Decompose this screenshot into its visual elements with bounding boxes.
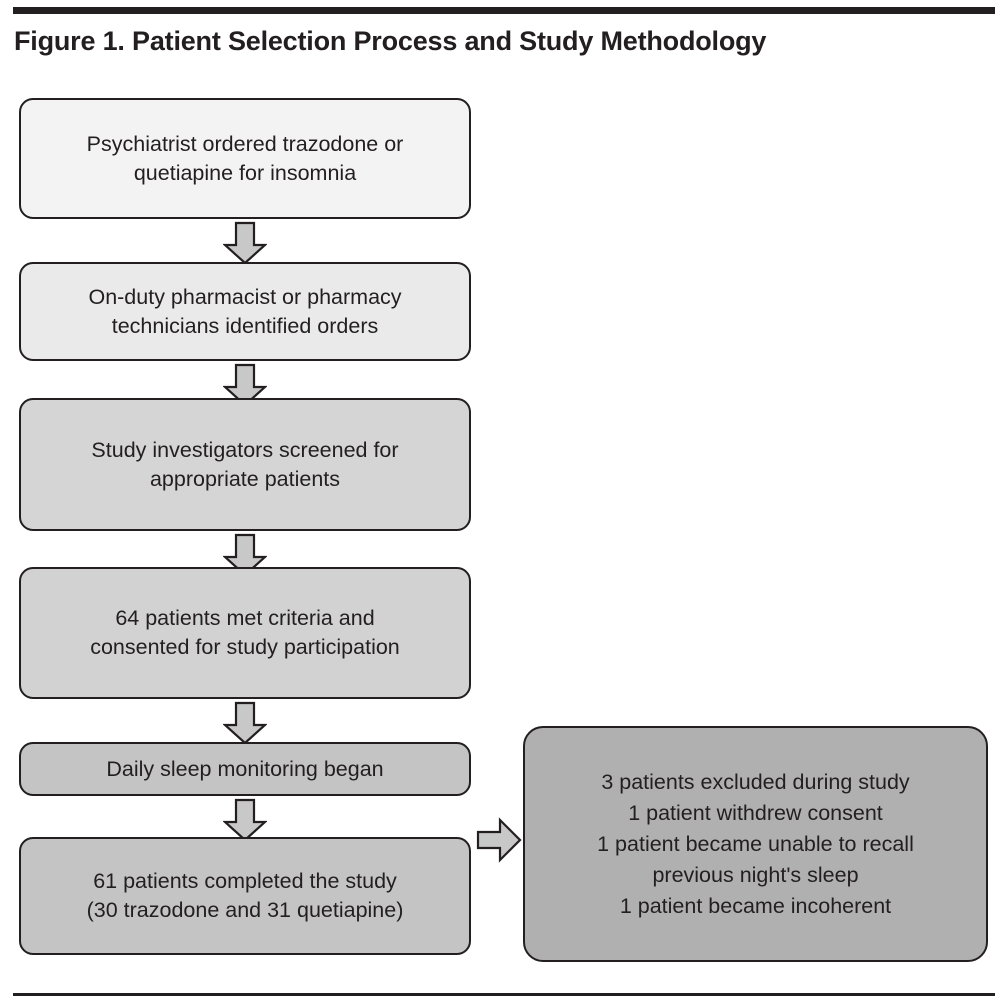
top-rule bbox=[13, 7, 995, 14]
flow-node-line: 1 patient became incoherent bbox=[619, 893, 892, 918]
arrow-down-icon bbox=[223, 533, 267, 577]
flow-node-text: Daily sleep monitoring began bbox=[35, 755, 455, 784]
flow-node-pharmacist-identified: On-duty pharmacist or pharmacy technicia… bbox=[19, 262, 471, 361]
flow-node-text: 61 patients completed the study (30 traz… bbox=[35, 867, 455, 925]
flow-node-line: 1 patient became unable to recall bbox=[597, 831, 914, 856]
flow-node-excluded-patients: 3 patients excluded during study 1 patie… bbox=[523, 726, 988, 962]
flow-node-text: 64 patients met criteria and consented f… bbox=[35, 604, 455, 662]
flow-node-daily-sleep-monitoring: Daily sleep monitoring began bbox=[19, 742, 471, 796]
flow-node-text: On-duty pharmacist or pharmacy technicia… bbox=[35, 283, 455, 341]
arrow-down-icon bbox=[223, 363, 267, 407]
flow-node-line: quetiapine for insomnia bbox=[133, 160, 357, 185]
flow-node-line: appropriate patients bbox=[149, 466, 341, 491]
flow-node-line: consented for study participation bbox=[90, 635, 400, 659]
flow-node-text: Study investigators screened for appropr… bbox=[35, 436, 455, 494]
flow-node-text: Psychiatrist ordered trazodone or quetia… bbox=[35, 130, 455, 188]
flow-node-line: technicians identified orders bbox=[111, 313, 379, 338]
bottom-rule bbox=[13, 993, 995, 996]
figure-title: Figure 1. Patient Selection Process and … bbox=[14, 26, 767, 56]
arrow-right-icon bbox=[476, 817, 522, 863]
flow-node-psychiatrist-order: Psychiatrist ordered trazodone or quetia… bbox=[19, 98, 471, 219]
flow-node-line: previous night's sleep bbox=[652, 862, 859, 887]
flow-node-investigators-screened: Study investigators screened for appropr… bbox=[19, 398, 471, 531]
flow-node-line: 3 patients excluded during study bbox=[601, 769, 910, 794]
arrow-down-icon bbox=[223, 701, 267, 745]
flow-node-line: Study investigators screened for bbox=[91, 437, 399, 462]
flow-node-line: (30 trazodone and 31 quetiapine) bbox=[86, 898, 404, 922]
arrow-down-icon bbox=[223, 798, 267, 842]
flow-node-line: 1 patient withdrew consent bbox=[628, 800, 883, 825]
flow-node-64-patients-consented: 64 patients met criteria and consented f… bbox=[19, 567, 471, 699]
flow-node-line: Daily sleep monitoring began bbox=[106, 756, 384, 781]
flow-node-line: 61 patients completed the study bbox=[93, 869, 397, 893]
flow-node-line: Psychiatrist ordered trazodone or bbox=[86, 131, 404, 156]
flow-node-text: 3 patients excluded during study 1 patie… bbox=[539, 767, 972, 922]
flow-node-line: 64 patients met criteria and bbox=[115, 606, 375, 630]
flow-node-61-patients-completed: 61 patients completed the study (30 traz… bbox=[19, 837, 471, 955]
flow-node-line: On-duty pharmacist or pharmacy bbox=[88, 284, 402, 309]
arrow-down-icon bbox=[223, 221, 267, 265]
